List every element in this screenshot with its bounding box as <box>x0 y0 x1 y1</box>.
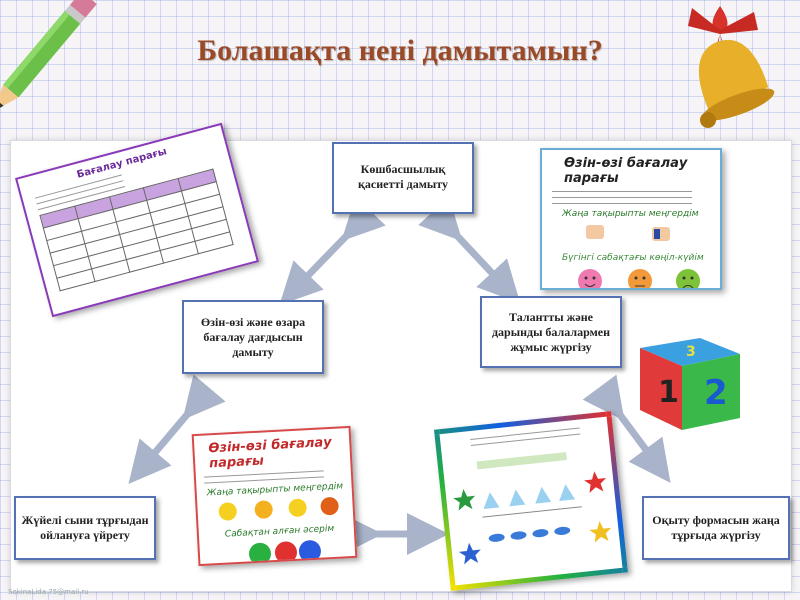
dice-face-side: 2 <box>704 373 728 413</box>
dice-face-front: 1 <box>658 375 679 410</box>
self-assessment-title: Өзін-өзі бағалау парағы <box>564 156 688 186</box>
self-assessment-title: Өзін-өзі бағалау парағы <box>208 434 333 472</box>
concept-box-self-assessment: Өзін-өзі және өзара бағалау дағдысын дам… <box>182 300 324 374</box>
concept-box-leadership: Көшбасшылық қасиетті дамыту <box>332 142 474 214</box>
dice-face-top: 3 <box>686 344 696 360</box>
self-assessment-card-2: Өзін-өзі бағалау парағы Жаңа тақырыпты м… <box>191 425 358 567</box>
concept-box-gifted-students: Талантты және дарынды балалармен жұмыс ж… <box>480 296 622 368</box>
dice-icon: 1 2 3 <box>640 338 740 430</box>
smiley-icon <box>249 540 321 565</box>
card-subtitle: Бүгінгі сабақтағы көңіл-күйім <box>562 253 704 263</box>
bell-icon <box>688 6 775 128</box>
concept-box-critical-thinking: Жүйелі сыни тұрғыдан ойлануға үйрету <box>14 496 156 560</box>
double-arrow-icon <box>279 196 386 306</box>
grading-table <box>39 169 234 292</box>
self-assessment-card: Өзін-өзі бағалау парағы Жаңа тақырыпты м… <box>540 148 722 290</box>
slide-title: Болашақта нені дамытамын? <box>197 34 603 67</box>
star-icon <box>458 542 481 565</box>
worksheet-card <box>434 411 628 591</box>
smiley-icon <box>218 497 339 521</box>
thumbs-icon <box>586 225 670 241</box>
pencil-icon <box>0 0 97 111</box>
star-icon <box>453 489 476 511</box>
star-icon <box>589 520 612 543</box>
worksheet-illustration <box>453 452 612 565</box>
double-arrow-icon <box>418 196 521 304</box>
double-arrow-icon <box>128 374 226 485</box>
smiley-icon <box>578 269 700 288</box>
card-subtitle: Жаңа тақырыпты меңгердім <box>562 209 699 219</box>
watermark: SokinaLida.75@mail.ru <box>8 588 89 596</box>
star-icon <box>584 471 607 493</box>
double-arrow-icon <box>582 374 671 483</box>
concept-box-teaching-forms: Оқыту формасын жаңа тұрғыда жүргізу <box>642 496 790 560</box>
